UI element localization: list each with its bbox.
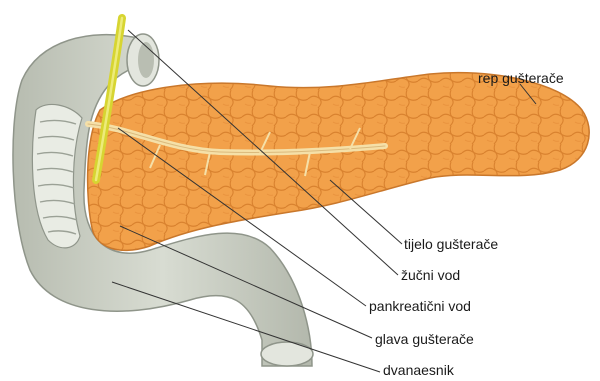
label-bile-duct: žučni vod (401, 267, 460, 283)
pancreas-shape (88, 73, 590, 251)
label-pancreatic-duct: pankreatični vod (369, 298, 471, 314)
duodenum-lower-opening (261, 342, 313, 366)
label-tail: rep gušterače (478, 70, 564, 86)
label-body: tijelo gušterače (404, 236, 498, 252)
label-duodenum: dvanaesnik (383, 362, 454, 378)
label-head: glava gušterače (375, 331, 474, 347)
duodenum-upper-inner (138, 42, 154, 78)
